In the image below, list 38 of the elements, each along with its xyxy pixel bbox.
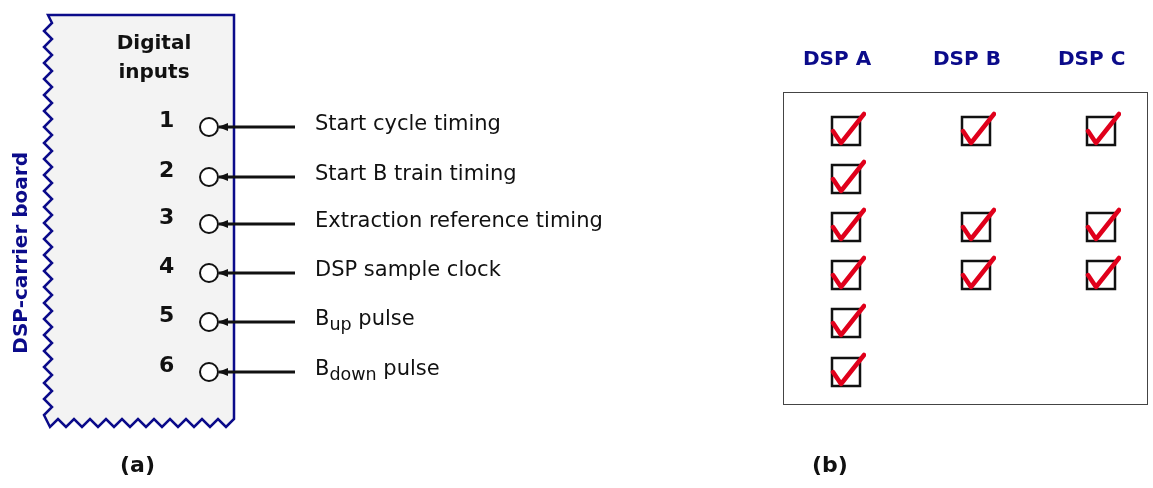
arrow <box>218 269 295 277</box>
checked-box-icon <box>1085 111 1121 147</box>
arrow <box>218 318 295 326</box>
checked-box-icon <box>830 159 866 195</box>
checked-box-icon <box>960 207 996 243</box>
signal-name: Start cycle timing <box>315 111 501 141</box>
arrow <box>218 173 295 181</box>
panel-label: (b) <box>812 452 848 477</box>
signal-name: B$_{up}$ pulse <box>315 306 415 336</box>
checked-box-icon <box>830 111 866 147</box>
checked-box-icon <box>1085 255 1121 291</box>
pin-number: 5 <box>159 302 175 327</box>
arrow <box>218 220 295 228</box>
pin-number: 2 <box>159 157 175 182</box>
arrow <box>218 368 295 376</box>
signal-name: Start B train timing <box>315 161 517 191</box>
signal-name: Extraction reference timing <box>315 208 603 238</box>
pin-number: 3 <box>159 204 175 229</box>
signal-name: DSP sample clock <box>315 257 501 287</box>
checked-box-icon <box>960 111 996 147</box>
panel-label: (a) <box>120 452 155 477</box>
column-heading: DSP B <box>933 46 1001 70</box>
checked-box-icon <box>830 255 866 291</box>
column-heading: DSP A <box>803 46 872 70</box>
arrow <box>218 123 295 131</box>
checked-box-icon <box>1085 207 1121 243</box>
table-frame <box>783 92 1148 405</box>
pin-number: 1 <box>159 107 175 132</box>
board-title: DSP-carrier board <box>8 152 32 354</box>
column-heading: DSP C <box>1058 46 1126 70</box>
signal-name: B$_{down}$ pulse <box>315 356 440 386</box>
checked-box-icon <box>830 207 866 243</box>
checked-box-icon <box>830 303 866 339</box>
pin-number: 6 <box>159 352 175 377</box>
checked-box-icon <box>830 352 866 388</box>
checked-box-icon <box>960 255 996 291</box>
board-heading: Digital inputs <box>115 29 193 85</box>
pin-number: 4 <box>159 253 175 278</box>
